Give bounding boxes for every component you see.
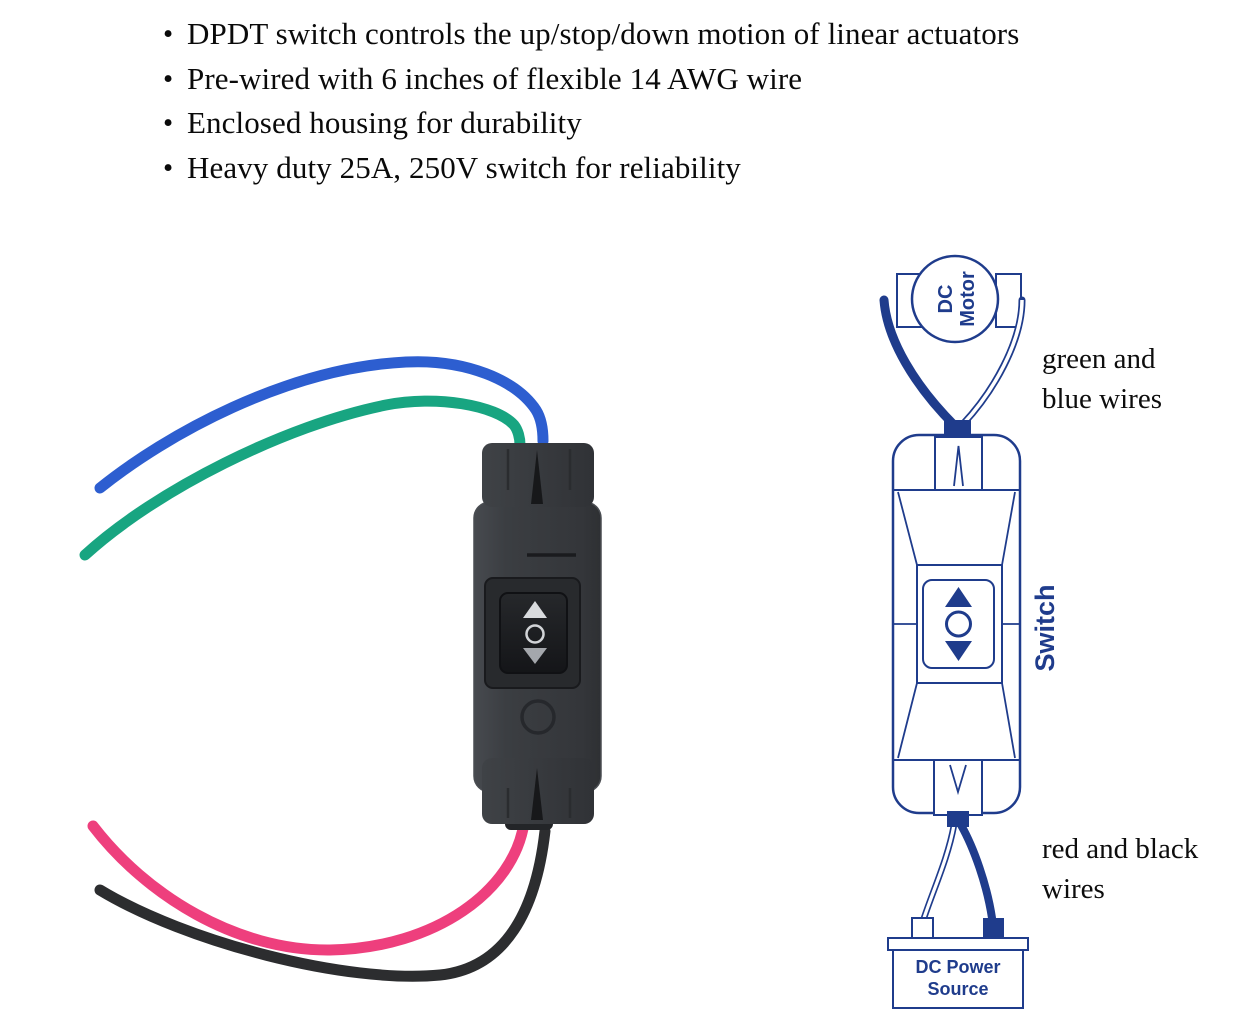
top-strain-notch — [953, 445, 964, 487]
red-wire — [87, 817, 530, 956]
bottom-strain-notch — [949, 764, 967, 796]
motor-label-line1: DC — [935, 285, 957, 314]
lower-taper-lines — [897, 682, 1016, 759]
diagram-down-arrow-icon — [945, 641, 972, 661]
rocker-switch — [484, 577, 581, 689]
bottom-strain-relief — [933, 759, 983, 816]
feature-item: Pre-wired with 6 inches of flexible 14 A… — [161, 57, 1221, 102]
switch-label: Switch — [1030, 584, 1060, 671]
power-body — [892, 949, 1024, 1009]
diagram-blue-wire — [879, 295, 960, 431]
feature-item: Enclosed housing for durability — [161, 101, 1221, 146]
diagram-green-wire-core — [961, 299, 1024, 426]
top-wires-note: green and blue wires — [1042, 339, 1162, 419]
diagram-switch: Switch — [891, 420, 1060, 816]
top-wires-note-line2: blue wires — [1042, 383, 1162, 415]
power-label-line2: Source — [927, 979, 988, 999]
diagram-red-wire — [957, 821, 996, 922]
dc-power-source: DC Power Source — [887, 917, 1029, 1009]
power-label-line1: DC Power — [915, 957, 1000, 977]
blue-wire — [94, 356, 549, 494]
black-wire — [94, 825, 551, 982]
dc-motor: DC Motor — [896, 254, 1022, 344]
bottom-wires-note-line2: wires — [1042, 873, 1105, 905]
motor-label-line2: Motor — [957, 271, 979, 327]
upper-taper-lines — [897, 491, 1016, 566]
up-arrow-icon — [523, 601, 547, 618]
stop-circle-icon — [525, 624, 545, 644]
switch-product-photo — [79, 356, 602, 982]
emboss-ring — [520, 699, 556, 735]
top-strain-slit — [531, 450, 543, 504]
feature-item: DPDT switch controls the up/stop/down mo… — [161, 12, 1221, 57]
feature-list: DPDT switch controls the up/stop/down mo… — [161, 12, 1221, 190]
diagram-black-wire-core — [922, 824, 956, 919]
bottom-strain-slit — [531, 768, 543, 820]
bottom-wires-note-line1: red and black — [1042, 833, 1199, 865]
top-flange-grooves — [506, 449, 572, 490]
top-wire-stub — [944, 420, 971, 437]
top-wires-note-line1: green and — [1042, 343, 1156, 375]
bottom-flange-grooves — [506, 788, 572, 818]
bottom-wires-note: red and black wires — [1042, 829, 1198, 909]
rocker-button — [499, 592, 568, 674]
bottom-wire-stub — [947, 811, 969, 827]
power-lid — [887, 937, 1029, 951]
power-terminal-left — [911, 917, 934, 940]
down-arrow-icon — [523, 648, 547, 664]
top-strain-relief — [934, 436, 983, 491]
diagram-up-arrow-icon — [945, 587, 972, 607]
motor-circle — [910, 254, 1000, 344]
feature-item: Heavy duty 25A, 250V switch for reliabil… — [161, 146, 1221, 191]
wiring-diagram: DC Motor Switch DC Power Source — [879, 254, 1060, 1009]
power-terminal-right — [983, 918, 1004, 939]
diagram-stop-circle-icon — [945, 610, 972, 638]
green-wire — [79, 395, 526, 561]
